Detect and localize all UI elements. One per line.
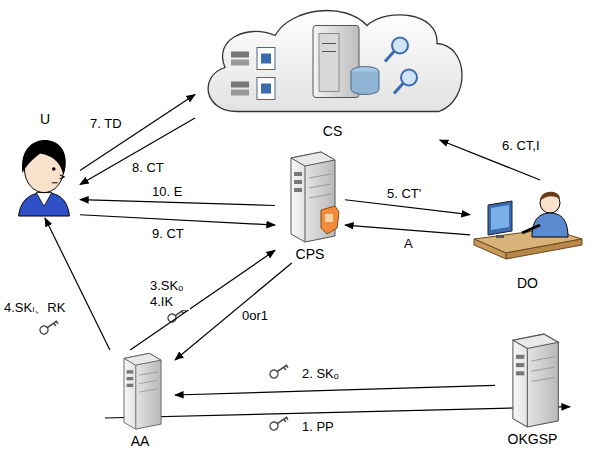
person-icon [10, 130, 80, 218]
server-node: OKGSP [495, 330, 570, 448]
edge-label: 5. CT' [385, 186, 423, 202]
node-label: DO [470, 274, 585, 292]
key-icon [268, 362, 289, 380]
edge-label: 2. SKₒ [300, 366, 341, 382]
edge-label: A [402, 236, 415, 252]
cloud-icon [195, 2, 470, 120]
connector-arrow [345, 225, 470, 235]
connector-arrow [45, 218, 110, 350]
connector-arrow [130, 250, 275, 350]
server-node: CPS [275, 148, 345, 263]
node-label: OKGSP [495, 430, 570, 448]
edge-label: 4.SKₗ、RK [2, 300, 67, 316]
edge-label: 6. CT,I [500, 138, 542, 154]
connector-arrow [80, 200, 275, 206]
node-label: U [10, 110, 80, 128]
connector-arrow [105, 407, 570, 418]
cloud-node: CS [195, 2, 470, 140]
node-label: CS [195, 122, 470, 140]
desk-icon [470, 180, 585, 272]
edge-label: 3.SKₒ 4.IK [148, 278, 190, 310]
node-label: CPS [275, 245, 345, 263]
edge-label: 9. CT [150, 226, 186, 242]
node-label: AA [105, 432, 175, 450]
key-icon [38, 318, 59, 336]
server-shield-icon [275, 148, 345, 243]
owner-node: DO [470, 180, 585, 292]
edge-label: 0or1 [240, 308, 270, 324]
server-icon [105, 350, 175, 430]
server-icon [495, 330, 570, 428]
edge-label: 1. PP [300, 419, 336, 435]
edge-label: 7. TD [88, 116, 124, 132]
connector-arrow [175, 263, 292, 360]
edge-label: 8. CT [130, 160, 166, 176]
key-icon [268, 414, 289, 432]
server-node: AA [105, 350, 175, 450]
connector-arrow [80, 215, 275, 225]
edge-label: 10. E [150, 184, 184, 200]
connector-arrow [175, 385, 495, 395]
user-node: U [10, 110, 80, 218]
